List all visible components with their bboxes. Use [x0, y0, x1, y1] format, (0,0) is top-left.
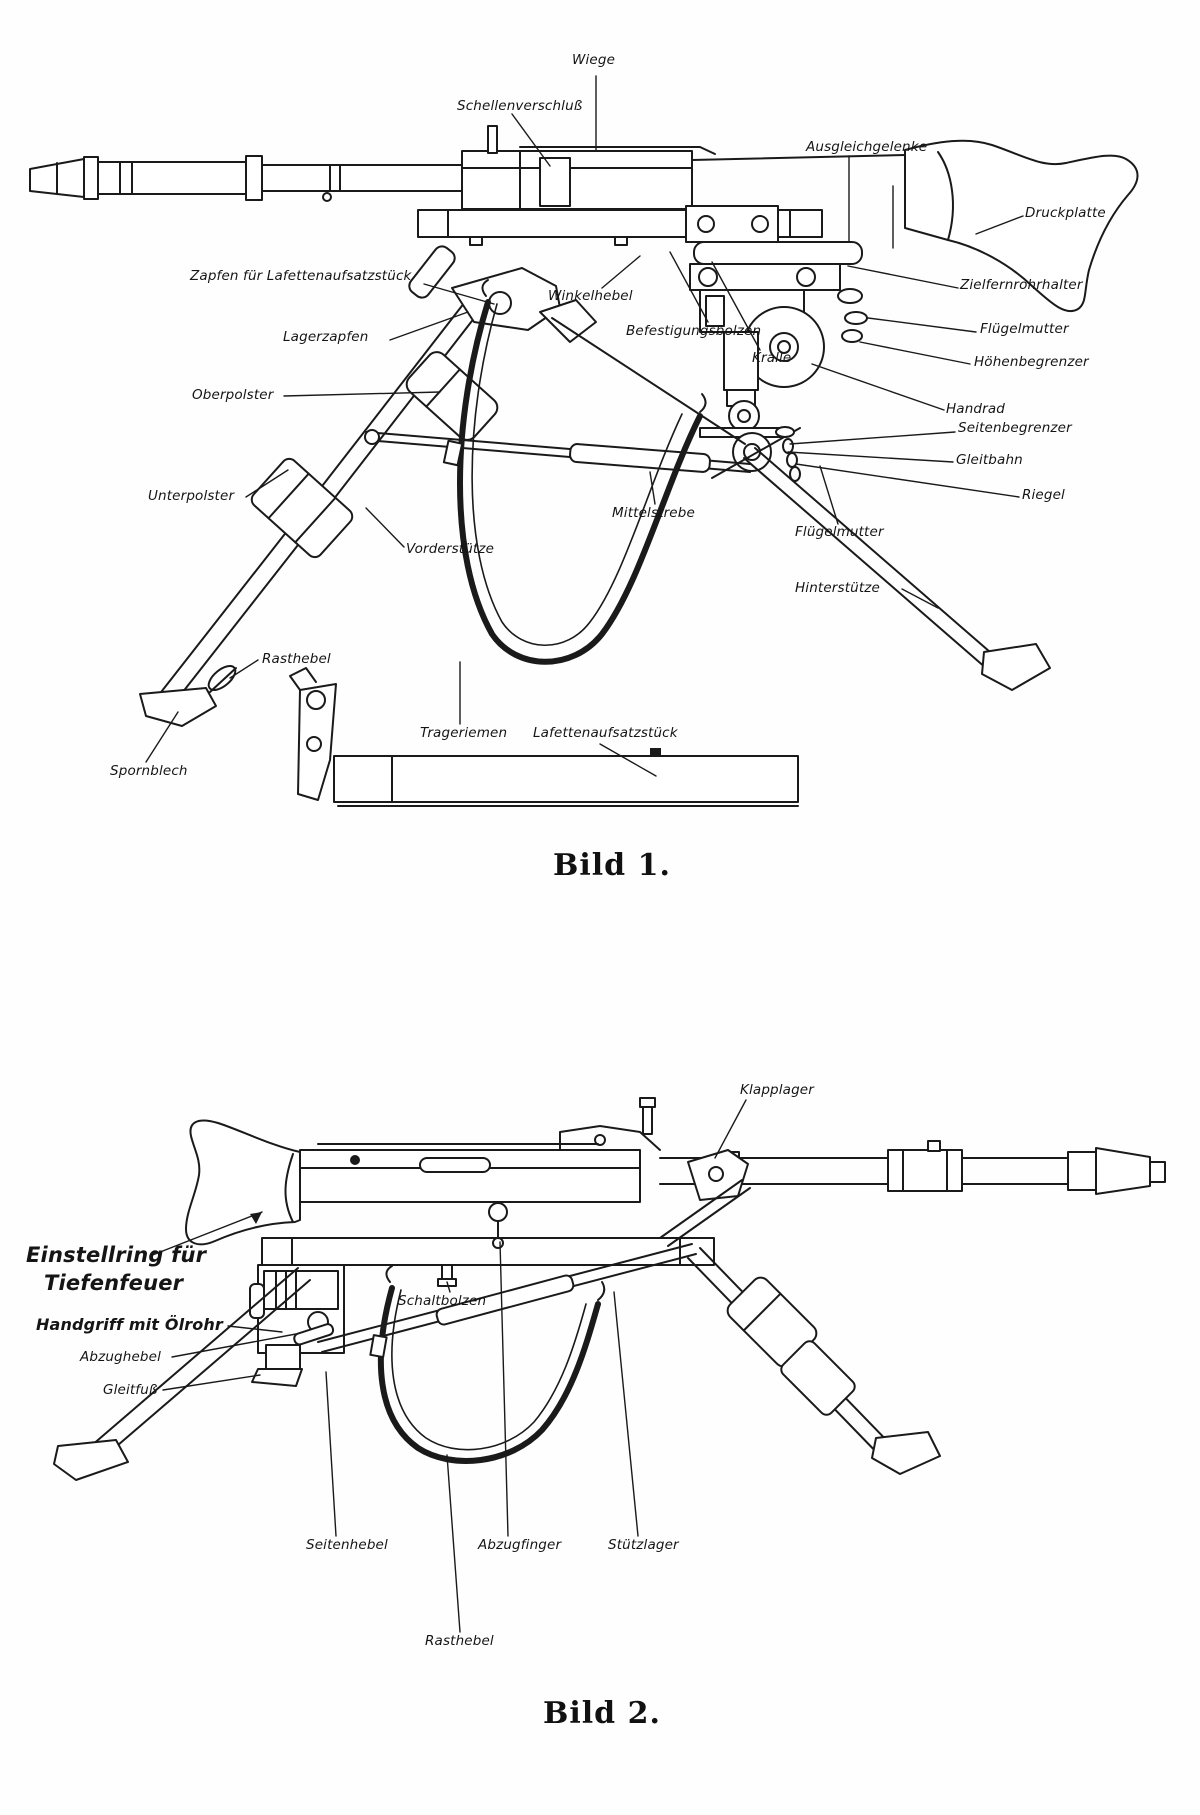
label-riegel: Riegel	[1022, 487, 1065, 503]
label-kralle: Kralle	[752, 350, 792, 366]
label-seitenhebel: Seitenhebel	[306, 1537, 388, 1553]
label-vorderstuetze: Vorderstütze	[406, 541, 495, 557]
label-abzughebel: Abzughebel	[80, 1349, 162, 1365]
bild1-leader-lines	[145, 75, 1024, 777]
bild2-caption: Bild 2.	[543, 1696, 661, 1731]
label-handgriff-mit-oelrohr: Handgriff mit Ölrohr	[36, 1315, 223, 1334]
bild1-tripod-drawing	[139, 245, 1051, 727]
label-abzugfinger: Abzugfinger	[478, 1537, 562, 1553]
label-lafettenaufsatzstueck: Lafettenaufsatzstück	[533, 725, 678, 741]
label-klapplager: Klapplager	[740, 1082, 814, 1098]
bild2-leader-lines	[149, 1099, 747, 1633]
bild2-gun-drawing	[185, 1097, 1166, 1387]
label-oberpolster: Oberpolster	[192, 387, 274, 403]
label-einstellring-line2: Tiefenfeuer	[44, 1271, 184, 1295]
label-lagerzapfen: Lagerzapfen	[283, 329, 369, 345]
label-seitenbegrenzer: Seitenbegrenzer	[958, 420, 1072, 436]
label-schaltbolzen: Schaltbolzen	[398, 1293, 487, 1309]
label-zapfen-fuer-lafettenaufsatzstueck: Zapfen für Lafettenaufsatzstück	[190, 268, 412, 284]
bild2-tripod-drawing	[53, 1243, 941, 1481]
label-hoehenbegrenzer: Höhenbegrenzer	[974, 354, 1089, 370]
label-stuetzlager: Stützlager	[608, 1537, 679, 1553]
label-hinterstuetze: Hinterstütze	[795, 580, 880, 596]
bild1-aufsatzstueck-drawing	[289, 667, 799, 807]
label-fluegelmutter-rechts: Flügelmutter	[980, 321, 1069, 337]
label-trageriemen: Trageriemen	[420, 725, 508, 741]
label-mittelstrebe: Mittelstrebe	[612, 505, 695, 521]
label-ausgleichgelenke: Ausgleichgelenke	[806, 139, 928, 155]
label-rasthebel-bild2: Rasthebel	[425, 1633, 494, 1649]
label-handrad: Handrad	[946, 401, 1005, 417]
label-gleitbahn: Gleitbahn	[956, 452, 1023, 468]
label-spornblech: Spornblech	[110, 763, 188, 779]
label-druckplatte: Druckplatte	[1025, 205, 1106, 221]
label-rasthebel-bild1: Rasthebel	[262, 651, 331, 667]
label-schellenverschluss: Schellenverschluß	[457, 98, 583, 114]
label-winkelhebel: Winkelhebel	[548, 288, 633, 304]
label-unterpolster: Unterpolster	[148, 488, 235, 504]
label-einstellring-line1: Einstellring für	[26, 1243, 207, 1267]
label-befestigungsbolzen: Befestigungsbolzen	[626, 323, 762, 339]
label-wiege: Wiege	[572, 52, 616, 68]
label-fluegelmutter-mitte: Flügelmutter	[795, 524, 884, 540]
label-zielfernrohrhalter: Zielfernrohrhalter	[960, 277, 1083, 293]
bild1-gun-drawing	[29, 125, 1139, 479]
bild1-caption: Bild 1.	[553, 848, 671, 883]
label-gleitfuss: Gleitfuß	[103, 1382, 158, 1398]
